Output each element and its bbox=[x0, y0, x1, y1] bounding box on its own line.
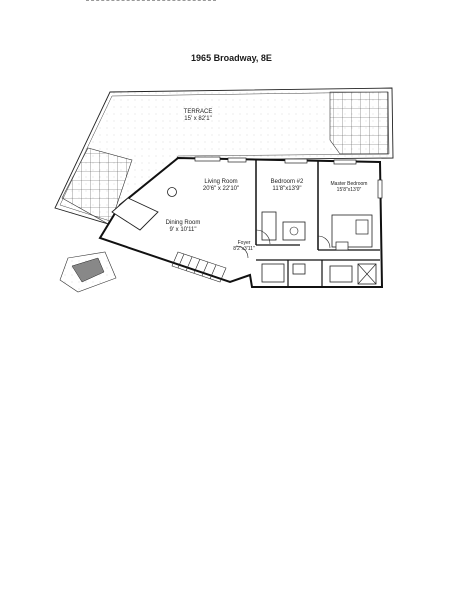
terrace-name: TERRACE bbox=[183, 109, 213, 115]
apartment-walls bbox=[98, 156, 384, 288]
scan-edge-mark bbox=[86, 0, 216, 2]
page-title: 1965 Broadway, 8E bbox=[191, 53, 272, 63]
key-plan-thumbnail bbox=[59, 251, 117, 293]
foyer-name: Foyer bbox=[237, 240, 251, 246]
bedroom-2-label: Bedroom #2 11'8"x13'9" bbox=[258, 179, 316, 193]
terrace-tiles-left bbox=[61, 147, 133, 226]
master-bedroom-label: Master Bedroom 15'8"x13'0" bbox=[320, 181, 378, 193]
bedroom-2-dims: 11'8"x13'9" bbox=[272, 186, 302, 192]
master-bedroom-name: Master Bedroom bbox=[330, 181, 368, 187]
terrace-dims: 15' x 82'1" bbox=[184, 116, 212, 122]
dining-room-name: Dining Room bbox=[165, 220, 201, 226]
dining-room-dims: 9' x 10'11" bbox=[169, 227, 197, 233]
living-room-label: Living Room 20'6" x 22'10" bbox=[190, 179, 252, 193]
terrace-label: TERRACE 15' x 82'1" bbox=[170, 109, 226, 123]
living-room-name: Living Room bbox=[204, 179, 238, 185]
foyer-dims: 8'2"x3'11" bbox=[233, 246, 255, 252]
dining-room-label: Dining Room 9' x 10'11" bbox=[158, 220, 208, 234]
master-bedroom-dims: 15'8"x13'0" bbox=[336, 187, 362, 193]
bedroom-2-name: Bedroom #2 bbox=[270, 179, 304, 185]
foyer-label: Foyer 8'2"x3'11" bbox=[226, 240, 262, 252]
terrace-tiles-right bbox=[329, 91, 389, 155]
living-room-dims: 20'6" x 22'10" bbox=[202, 186, 240, 192]
